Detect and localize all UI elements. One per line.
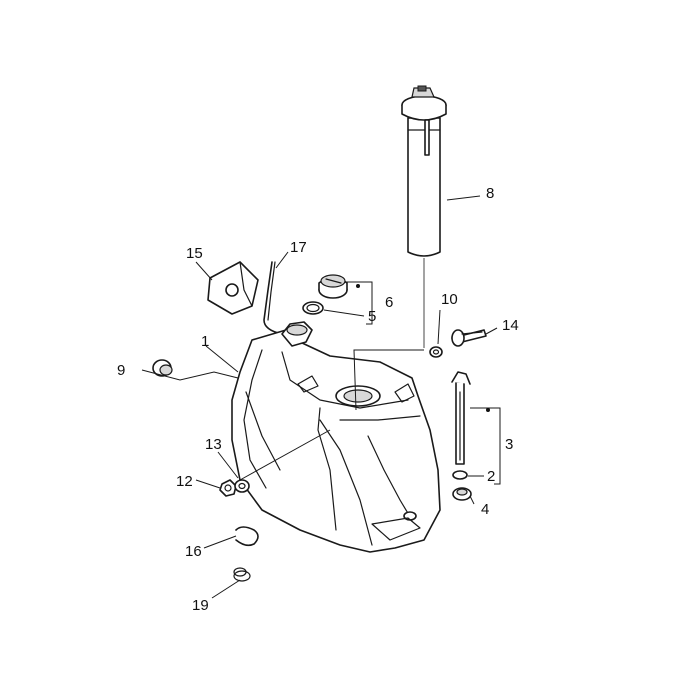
callout-8: 8	[486, 185, 494, 202]
rubber-grommet	[152, 359, 173, 377]
callout-3: 3	[505, 436, 513, 453]
callout-13: 13	[205, 436, 222, 453]
fuel-level-sender	[401, 85, 447, 257]
callout-2: 2	[487, 468, 495, 485]
cap-seal	[302, 301, 324, 315]
level-float-unit	[451, 371, 471, 465]
fuel-cap	[318, 274, 348, 299]
callout-16: 16	[185, 543, 202, 560]
callout-4: 4	[481, 501, 489, 518]
callout-10: 10	[441, 291, 458, 308]
callout-5: 5	[368, 308, 376, 325]
callout-12: 12	[176, 473, 193, 490]
callout-19: 19	[192, 597, 209, 614]
washer	[429, 346, 443, 358]
washer-small	[234, 479, 250, 493]
callout-17: 17	[290, 239, 307, 256]
fuel-tank	[231, 321, 441, 553]
callout-15: 15	[186, 245, 203, 262]
breather-pipe	[263, 261, 283, 335]
callout-numbers: 1 2 3 4 5 6 8 9 10 12 13 14 15 17 16 19	[117, 185, 519, 614]
hose-clamp	[235, 526, 259, 547]
screw	[451, 329, 487, 347]
callout-9: 9	[117, 362, 125, 379]
nut	[219, 479, 237, 497]
callout-14: 14	[502, 317, 519, 334]
callout-1: 1	[201, 333, 209, 350]
spring-clip	[233, 567, 251, 582]
callout-6: 6	[385, 294, 393, 311]
rear-cover	[207, 261, 259, 315]
sender-washer	[452, 470, 468, 480]
sender-grommet	[452, 487, 472, 501]
leader-lines	[141, 195, 498, 599]
